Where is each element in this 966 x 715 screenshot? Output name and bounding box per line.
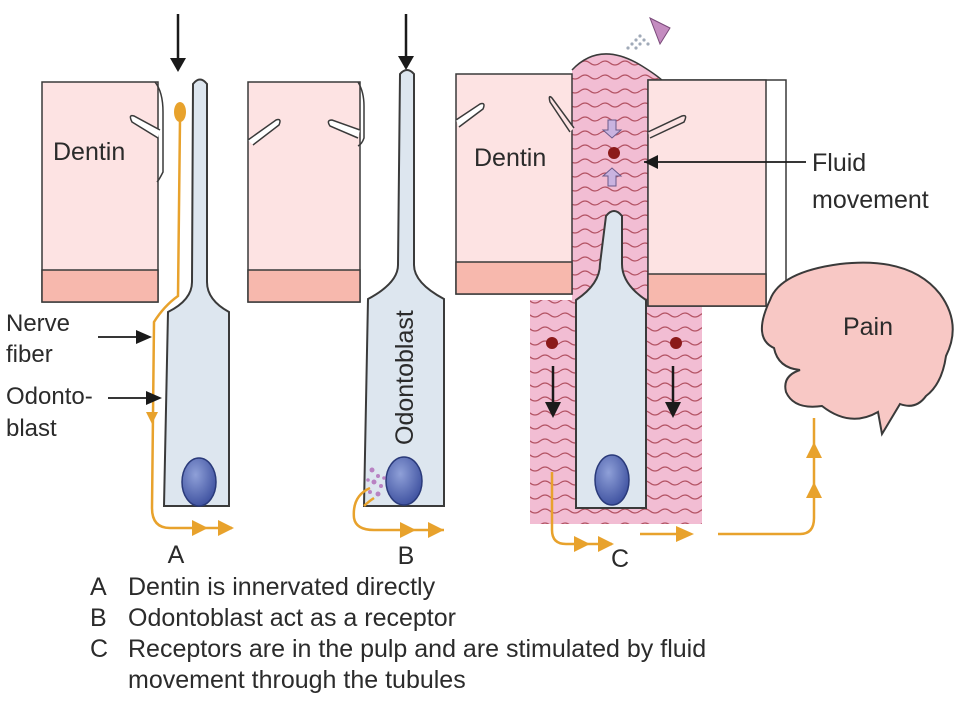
- nucleus-b: [385, 456, 423, 506]
- fluid-particle: [670, 337, 682, 349]
- nerve-fiber-label: Nerve: [6, 310, 70, 337]
- panel-a: Dentin Nerve fiber Odonto- blast: [6, 14, 365, 569]
- pain-label: Pain: [843, 313, 893, 341]
- fluid-movement-label-2: movement: [812, 186, 929, 214]
- legend: A Dentin is innervated directly B Odonto…: [90, 572, 706, 696]
- dentin-block-a-right: [247, 81, 365, 303]
- legend-item-c: C Receptors are in the pulp and are stim…: [90, 634, 706, 665]
- nucleus-a: [181, 457, 217, 507]
- nerve-arrow-icon: [218, 520, 234, 536]
- legend-text-continuation: movement through the tubules: [128, 666, 466, 694]
- odontoblast-cell-a: [162, 78, 230, 507]
- legend-item-a: A Dentin is innervated directly: [90, 572, 706, 603]
- panel-c: Dentin Fluid movement: [455, 16, 954, 573]
- odontoblast-cell-c: [575, 210, 647, 509]
- arrow-head-icon: [398, 56, 414, 70]
- stimulus-probe-icon: [649, 16, 671, 46]
- stimulus-spray: [626, 34, 650, 50]
- nerve-arrow-icon: [574, 536, 590, 552]
- nerve-arrow-icon: [806, 482, 822, 498]
- nerve-arrow-icon: [428, 522, 444, 538]
- legend-text: Odontoblast act as a receptor: [128, 604, 456, 632]
- panel-b: Odontoblast B: [352, 14, 445, 570]
- panel-label-a: A: [168, 541, 185, 569]
- fluid-particle: [546, 337, 558, 349]
- dentin-block-a-left: [41, 81, 164, 303]
- pointer-arrow-icon: [146, 391, 162, 405]
- brain-icon: [761, 261, 954, 437]
- odontoblast-cell-b: [362, 69, 445, 507]
- nerve-fiber-b: [352, 486, 444, 532]
- odontoblast-label-a: Odonto-: [6, 383, 93, 410]
- fluid-arrow-up-icon: [601, 167, 623, 187]
- dentin-block-c-right: [647, 79, 787, 307]
- legend-key: C: [90, 635, 109, 663]
- pointer-arrow-icon: [644, 155, 658, 169]
- odontoblast-label-b: Odontoblast: [391, 310, 419, 445]
- panel-label-c: C: [611, 545, 629, 573]
- nerve-fiber-label-2: fiber: [6, 341, 53, 368]
- nerve-arrow-icon: [192, 520, 208, 536]
- nerve-arrow-icon: [676, 526, 694, 542]
- nucleus-c: [594, 454, 630, 506]
- dentin-block-c-left: [455, 73, 575, 295]
- nerve-arrow-icon: [400, 522, 416, 538]
- legend-item-b: B Odontoblast act as a receptor: [90, 603, 706, 634]
- nerve-ending-a: [174, 102, 186, 122]
- nerve-arrow-icon: [146, 412, 158, 424]
- legend-text: Receptors are in the pulp and are stimul…: [128, 635, 707, 663]
- fluid-movement-label: Fluid: [812, 149, 866, 177]
- dentin-label-a: Dentin: [53, 138, 125, 166]
- fluid-arrow-down-icon: [601, 119, 623, 139]
- fluid-flow-arrow-icon: [665, 402, 681, 418]
- legend-text: Dentin is innervated directly: [128, 573, 436, 601]
- fluid-particle: [608, 147, 620, 159]
- panel-label-b: B: [398, 542, 415, 570]
- nerve-arrow-icon: [598, 536, 614, 552]
- pointer-arrow-icon: [136, 330, 152, 344]
- legend-key: B: [90, 604, 107, 632]
- fluid-flow-arrow-icon: [545, 402, 561, 418]
- nerve-arrow-icon: [806, 442, 822, 458]
- arrow-head-icon: [170, 58, 186, 72]
- odontoblast-label-a-2: blast: [6, 415, 57, 442]
- legend-key: A: [90, 573, 107, 601]
- dentin-label-c: Dentin: [474, 144, 546, 172]
- receptor-granules: [366, 467, 386, 497]
